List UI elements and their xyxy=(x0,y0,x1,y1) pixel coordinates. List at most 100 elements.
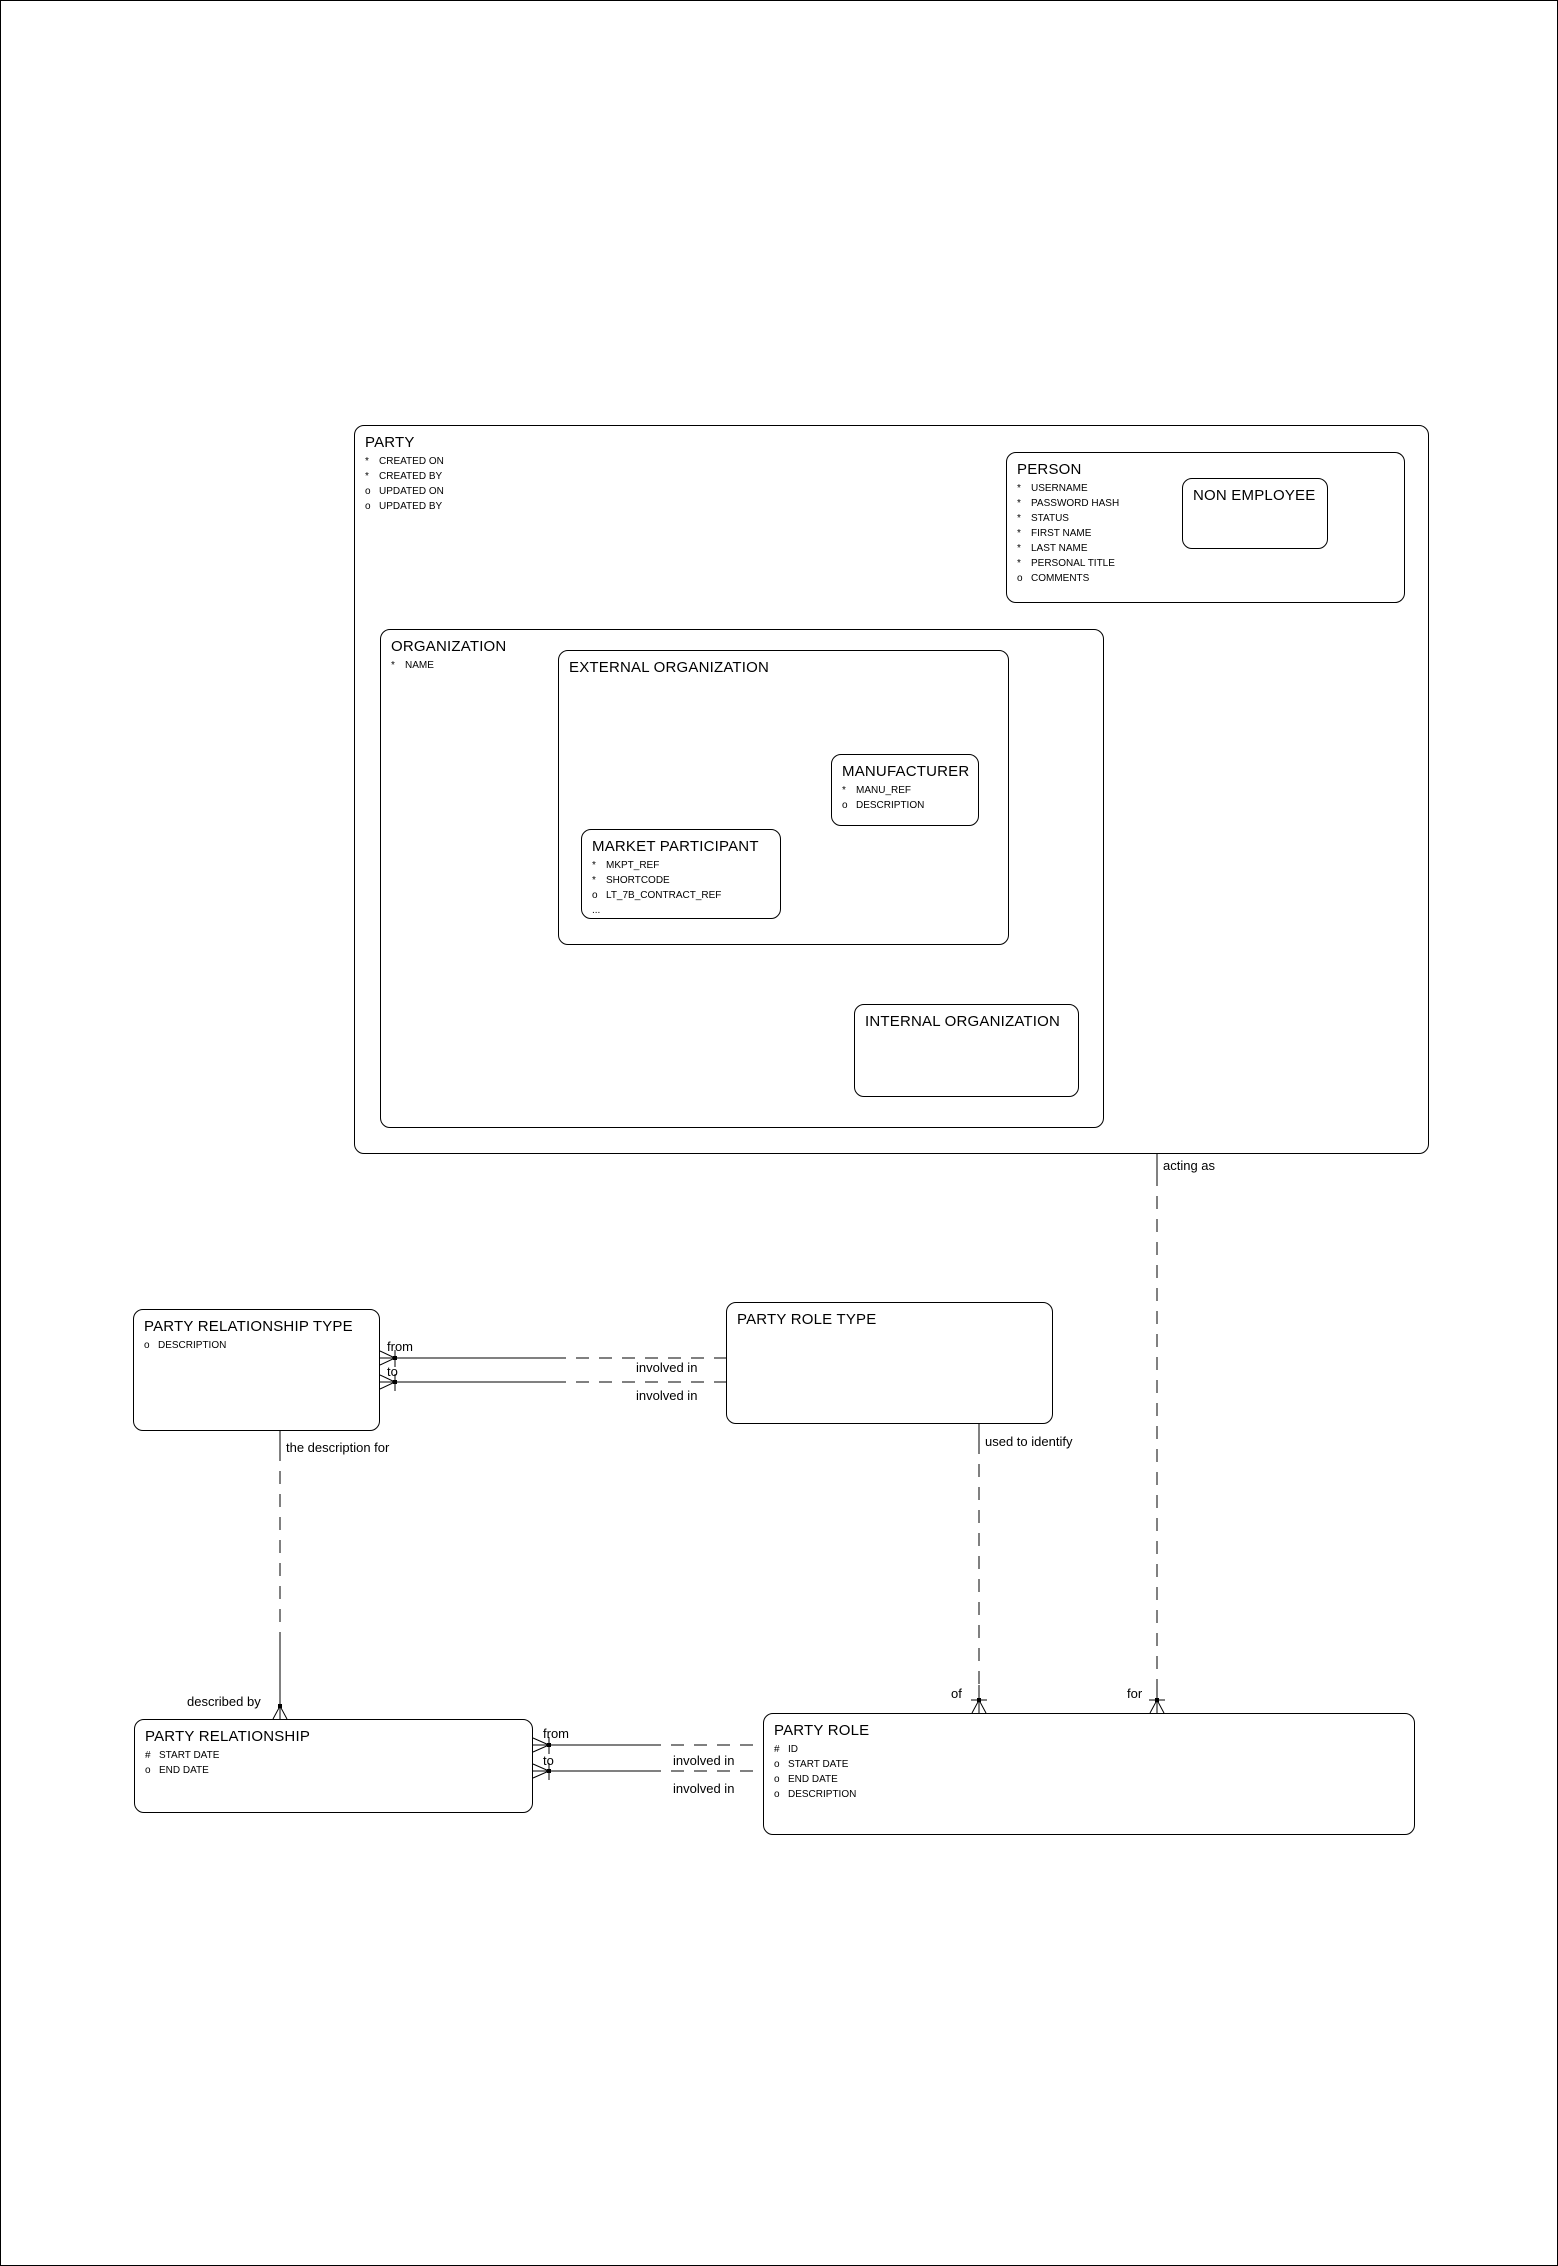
entity-attribute: o DESCRIPTION xyxy=(774,1787,1414,1802)
entity-attribute: * FIRST NAME xyxy=(1017,526,1404,541)
attribute-optionality-marker: * xyxy=(1017,558,1021,569)
entity-organization[interactable]: ORGANIZATION *NAME xyxy=(380,629,1104,1128)
entity-title: ORGANIZATION xyxy=(391,638,507,655)
label-used-to-identify: used to identify xyxy=(985,1434,1073,1449)
entity-party-role-type[interactable]: PARTY ROLE TYPE xyxy=(726,1302,1053,1424)
entity-title: MARKET PARTICIPANT xyxy=(592,838,759,855)
entity-attribute: o UPDATED BY xyxy=(365,499,1428,514)
entity-title: INTERNAL ORGANIZATION xyxy=(865,1013,1061,1030)
label-to-bottom: to xyxy=(543,1753,554,1768)
entity-title: PERSON xyxy=(1017,461,1082,478)
label-involved-in-2: involved in xyxy=(636,1388,698,1403)
entity-attribute: * CREATED BY xyxy=(365,469,1428,484)
label-to-top: to xyxy=(387,1364,398,1379)
attribute-name: START DATE xyxy=(788,1759,849,1770)
attribute-name: LT_7B_CONTRACT_REF xyxy=(606,890,722,901)
entity-title: MANUFACTURER xyxy=(842,763,970,780)
attribute-optionality-marker: o xyxy=(774,1774,780,1785)
attribute-name: USERNAME xyxy=(1031,483,1088,494)
entity-attribute: o UPDATED ON xyxy=(365,484,1428,499)
attribute-name: STATUS xyxy=(1031,513,1069,524)
entity-attribute: *PASSWORD HASH xyxy=(1017,496,1404,511)
attribute-name: LAST NAME xyxy=(1031,543,1088,554)
label-involved-in-4: involved in xyxy=(673,1781,735,1796)
attribute-name: CREATED BY xyxy=(379,471,443,482)
attribute-optionality-marker: * xyxy=(1017,498,1021,509)
attribute-name: COMMENTS xyxy=(1031,573,1090,584)
label-involved-in-3: involved in xyxy=(673,1753,735,1768)
entity-attribute: *MANU_REF xyxy=(842,783,978,798)
attribute-optionality-marker: o xyxy=(145,1765,151,1776)
label-acting-as: acting as xyxy=(1163,1158,1216,1173)
label-for: for xyxy=(1127,1686,1143,1701)
attribute-optionality-marker: o xyxy=(365,486,371,497)
attribute-optionality-marker: * xyxy=(1017,528,1021,539)
entity-attribute: o LT_7B_CONTRACT_REF xyxy=(592,888,780,903)
entity-attribute: * SHORTCODE xyxy=(592,873,780,888)
label-from-top: from xyxy=(387,1339,413,1354)
entity-title: EXTERNAL ORGANIZATION xyxy=(569,659,770,676)
attribute-optionality-marker: * xyxy=(1017,513,1021,524)
attribute-optionality-marker: o xyxy=(592,890,598,901)
entity-attribute: * CREATED ON xyxy=(365,454,1428,469)
attribute-name: FIRST NAME xyxy=(1031,528,1092,539)
attribute-optionality-marker: # xyxy=(774,1744,780,1755)
entity-attribute: * MKPT_REF xyxy=(592,858,780,873)
entity-title: PARTY RELATIONSHIP xyxy=(145,1728,311,1745)
entity-attribute: # ID xyxy=(774,1742,1414,1757)
attribute-name: UPDATED BY xyxy=(379,501,443,512)
attribute-optionality-marker: * xyxy=(842,785,846,796)
entity-party-role[interactable]: PARTY ROLE # ID o START DATE o END DATE o DESCR… xyxy=(763,1713,1415,1835)
crow-foot xyxy=(272,1704,288,1720)
entity-internal-organization[interactable]: INTERNAL ORGANIZATION xyxy=(854,1004,1079,1097)
attribute-optionality-marker: * xyxy=(365,471,369,482)
attribute-name: ID xyxy=(788,1744,798,1755)
attribute-name: UPDATED ON xyxy=(379,486,444,497)
crow-foot xyxy=(971,1698,987,1714)
entity-external-organization[interactable]: EXTERNAL ORGANIZATION xyxy=(558,650,1009,945)
attribute-optionality-marker: * xyxy=(391,660,395,671)
entity-attribute: #START DATE xyxy=(145,1748,532,1763)
attribute-optionality-marker: # xyxy=(145,1750,151,1761)
attribute-name: SHORTCODE xyxy=(606,875,670,886)
attribute-optionality-marker: * xyxy=(1017,543,1021,554)
attribute-optionality-marker: o xyxy=(774,1789,780,1800)
entity-attribute: *PERSONAL TITLE xyxy=(1017,556,1404,571)
entity-attrs: *USERNAME*PASSWORD HASH*STATUS*FIRST NAM… xyxy=(1017,481,1404,586)
attribute-name: DESCRIPTION xyxy=(158,1340,227,1351)
entity-title: PARTY RELATIONSHIP TYPE xyxy=(144,1318,353,1335)
attribute-name: DESCRIPTION xyxy=(788,1789,857,1800)
attribute-optionality-marker: * xyxy=(592,875,596,886)
attribute-optionality-marker: o xyxy=(365,501,371,512)
entity-person[interactable]: PERSON *USERNAME*PASSWORD HASH*STATUS*FI… xyxy=(1006,452,1405,603)
attribute-name: CREATED ON xyxy=(379,456,444,467)
entity-title: PARTY xyxy=(365,434,415,451)
attribute-optionality-marker: * xyxy=(592,860,596,871)
attribute-optionality-marker: * xyxy=(1017,483,1021,494)
label-involved-in-1: involved in xyxy=(636,1360,698,1375)
entity-attribute: ... xyxy=(592,903,780,918)
attribute-optionality-marker: * xyxy=(365,456,369,467)
entity-attrs: *NAME xyxy=(391,658,1103,673)
entity-title: PARTY ROLE TYPE xyxy=(737,1311,877,1328)
attribute-name: END DATE xyxy=(788,1774,838,1785)
entity-non-employee[interactable]: NON EMPLOYEE xyxy=(1182,478,1328,549)
entity-title: PARTY ROLE xyxy=(774,1722,870,1739)
attribute-optionality-marker: o xyxy=(842,800,848,811)
attribute-optionality-marker: ... xyxy=(592,905,601,916)
attribute-name: MKPT_REF xyxy=(606,860,660,871)
label-of: of xyxy=(951,1686,962,1701)
entity-attribute: *NAME xyxy=(391,658,1103,673)
entity-attribute: * LAST NAME xyxy=(1017,541,1404,556)
crow-foot xyxy=(1149,1698,1165,1714)
